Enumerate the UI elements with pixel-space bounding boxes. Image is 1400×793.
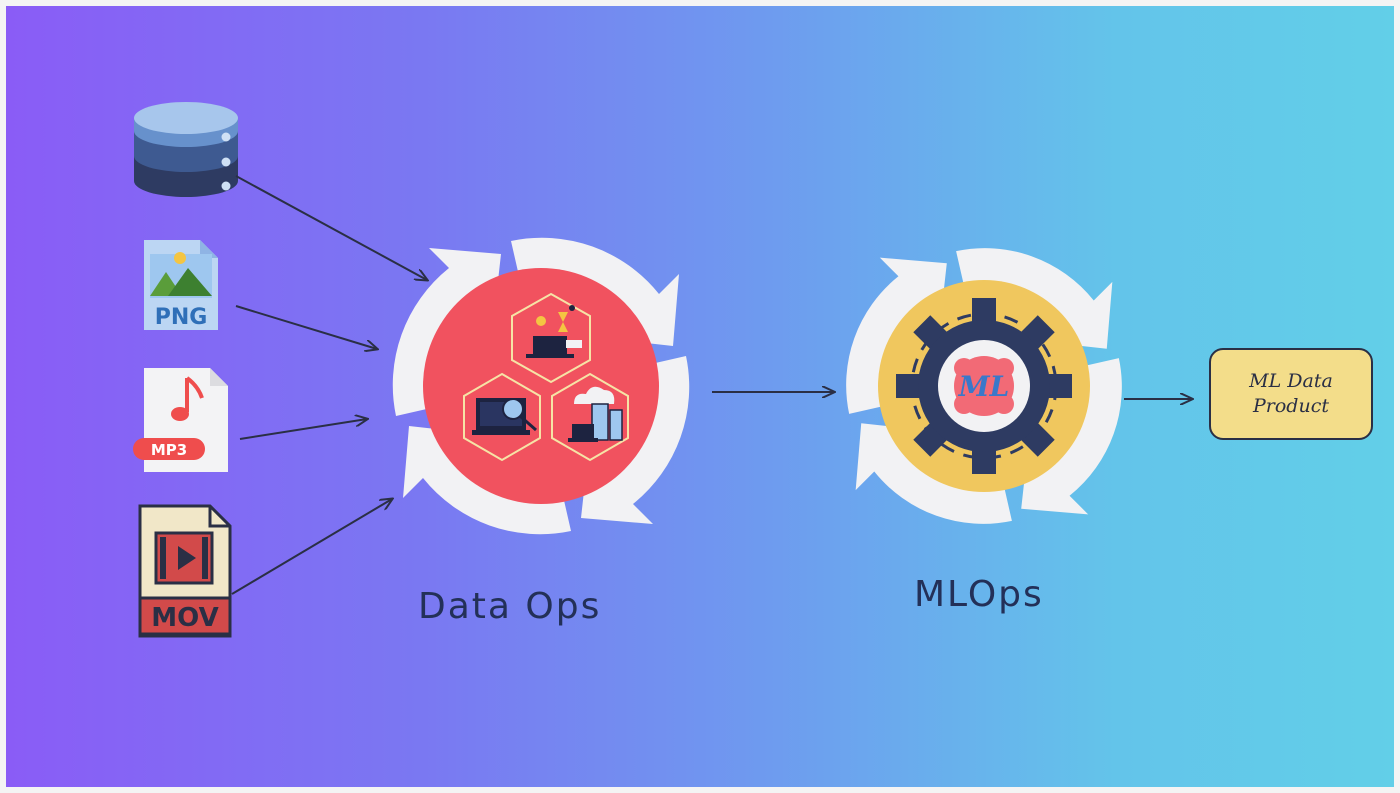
dataops-core	[423, 268, 659, 504]
mov-arrow	[231, 499, 392, 595]
ml-badge-text: ML	[958, 370, 1010, 403]
mp3-label: MP3	[151, 441, 187, 459]
source-arrows	[231, 175, 427, 595]
music-note-icon	[171, 376, 204, 421]
mov-file-icon: MOV	[138, 504, 232, 638]
database-arrow	[235, 175, 427, 280]
diagram-svg: PNG MP3 MOV	[133, 102, 1394, 638]
mp3-file-icon: MP3	[133, 368, 228, 472]
gear-icon: ML	[896, 298, 1072, 474]
mov-label: MOV	[151, 603, 218, 633]
cloud-server-icon	[568, 386, 623, 442]
ml-data-product-label: ML Data Product	[1249, 370, 1333, 417]
database-icon	[134, 102, 238, 197]
team-work-icon	[526, 305, 582, 358]
dataops-cycle-icon	[392, 237, 690, 535]
search-analysis-icon	[472, 398, 537, 435]
png-file-icon: PNG	[144, 240, 218, 330]
mlops-cycle-icon: ML	[846, 248, 1122, 524]
png-label: PNG	[155, 305, 208, 330]
dataops-title: Data Ops	[418, 586, 602, 627]
diagram-canvas: PNG MP3 MOV	[6, 6, 1394, 787]
mp3-arrow	[239, 419, 367, 440]
png-arrow	[235, 305, 377, 349]
ml-badge-icon: ML	[954, 356, 1014, 416]
mlops-title: MLOps	[914, 574, 1044, 615]
ml-data-product-box: ML Data Product	[1209, 348, 1373, 440]
